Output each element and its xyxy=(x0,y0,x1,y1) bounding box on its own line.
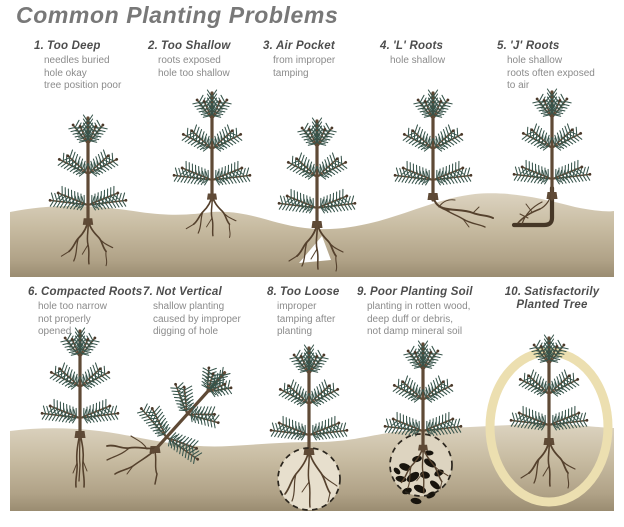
page-title: Common Planting Problems xyxy=(16,2,339,28)
